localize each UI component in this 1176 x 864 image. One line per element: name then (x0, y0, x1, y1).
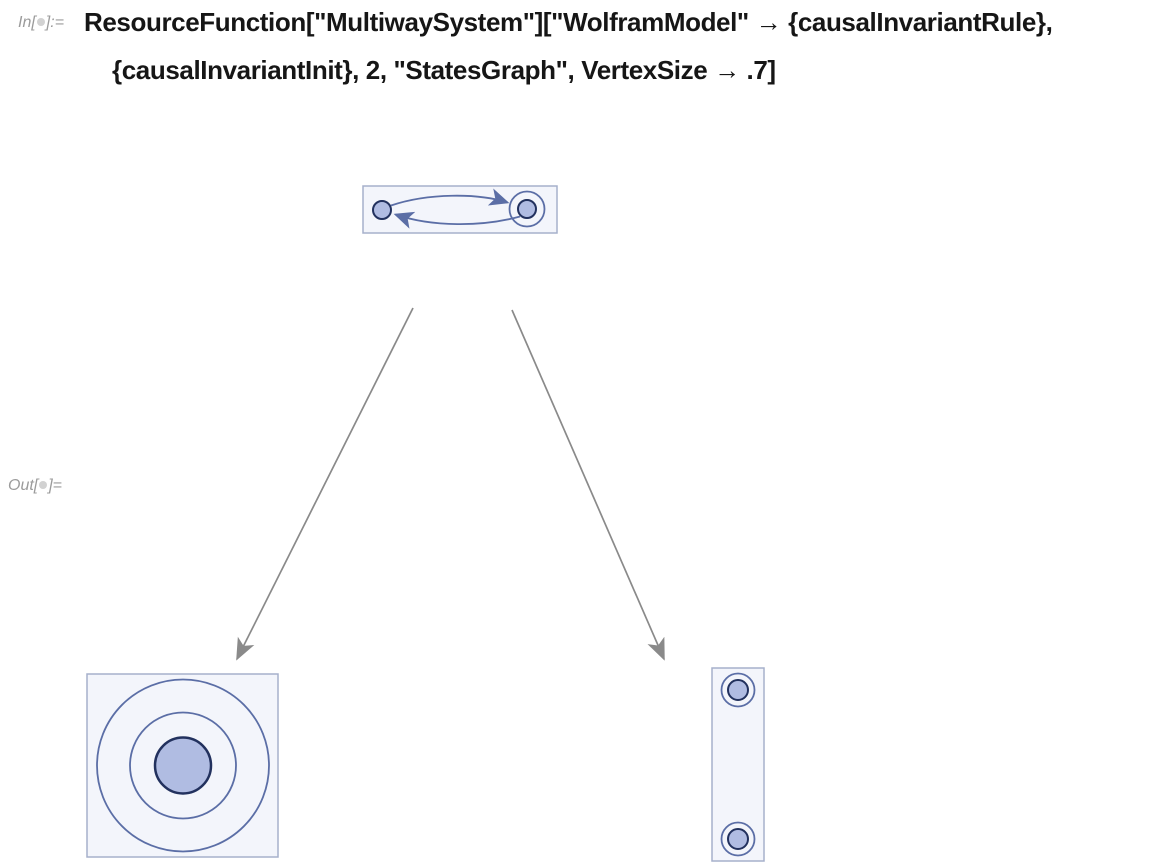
state-vertex-bottom-right[interactable] (711, 667, 765, 862)
arrowhead-icon (511, 309, 665, 661)
graph-node-icon (372, 200, 392, 220)
graph-node-icon (727, 828, 749, 850)
self-loop-ring (720, 672, 756, 708)
input-cell-label: In[ ]:= (18, 14, 64, 32)
output-cell-label: Out[ ]= (8, 477, 62, 495)
in-label-suffix: ]:= (45, 14, 65, 31)
in-label-prefix: In[ (18, 14, 36, 31)
arrowhead-icon (236, 307, 414, 661)
placeholder-bullet-icon (39, 481, 48, 490)
state-vertex-bottom-left[interactable] (86, 673, 279, 858)
placeholder-bullet-icon (36, 18, 45, 27)
out-label-prefix: Out[ (8, 477, 39, 494)
out-label-suffix: ]= (48, 477, 63, 494)
graph-node-icon (517, 199, 537, 219)
self-loop-ring (720, 821, 756, 857)
input-code-line-2[interactable]: {causalInvariantInit}, 2, "StatesGraph",… (112, 55, 776, 85)
state-vertex-top[interactable] (362, 185, 558, 234)
self-loop-ring (129, 711, 237, 820)
graph-edge-right-icon (390, 188, 510, 207)
self-loop-ring (96, 678, 270, 853)
graph-node-icon (153, 736, 213, 795)
transition-arrow-left (236, 307, 414, 661)
transition-arrow-right (511, 309, 665, 661)
graph-edge-left-icon (393, 211, 521, 229)
input-code-line-1[interactable]: ResourceFunction["MultiwaySystem"]["Wolf… (84, 7, 1053, 37)
self-loop-ring (508, 190, 546, 228)
graph-node-icon (727, 679, 749, 701)
